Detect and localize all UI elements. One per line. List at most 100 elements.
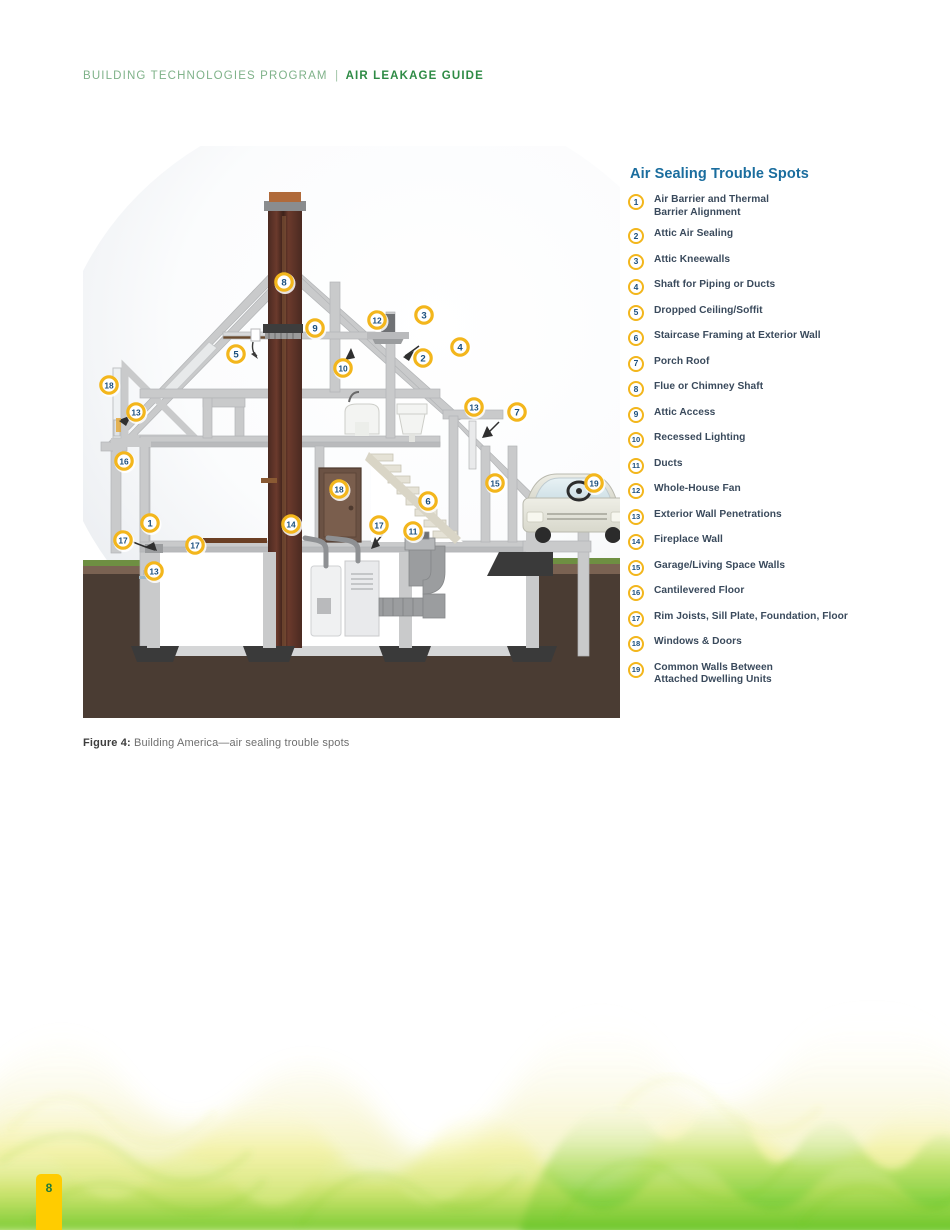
legend-label-16: Cantilevered Floor [654,585,745,597]
legend-label-12: Whole-House Fan [654,483,741,495]
legend-item-2: 2 Attic Air Sealing [628,228,850,245]
svg-text:18: 18 [334,484,344,494]
legend-label-6: Staircase Framing at Exterior Wall [654,330,821,342]
legend-label-8: Flue or Chimney Shaft [654,381,764,393]
legend-badge-4: 4 [628,279,644,296]
svg-text:14: 14 [286,519,296,529]
legend-label-14: Fireplace Wall [654,534,723,546]
svg-text:1: 1 [147,518,153,529]
legend-badge-11: 11 [628,457,644,474]
legend-badge-5: 5 [628,304,644,321]
svg-text:5: 5 [233,349,239,360]
callout-badge-1: 1 [140,513,162,535]
page-header: BUILDING TECHNOLOGIES PROGRAM | AIR LEAK… [83,66,484,84]
legend-label-10: Recessed Lighting [654,432,746,444]
svg-text:15: 15 [490,478,500,488]
svg-text:13: 13 [131,407,141,417]
legend-item-5: 5 Dropped Ceiling/Soffit [628,304,850,321]
callout-badge-13: 13 [464,397,486,419]
svg-text:13: 13 [149,566,159,576]
svg-text:17: 17 [118,535,128,545]
pointer-arrowheads [119,348,493,551]
callout-badge-2: 2 [413,348,435,370]
toilet-fixture [396,403,428,442]
legend-badge-9: 9 [628,406,644,423]
callout-badge-11: 11 [403,521,425,543]
header-document-title: AIR LEAKAGE GUIDE [345,70,484,82]
header-program-label: BUILDING TECHNOLOGIES PROGRAM [83,70,328,82]
callout-badge-6: 6 [418,491,440,513]
callout-badge-18: 18 [329,479,351,501]
svg-text:12: 12 [372,315,382,325]
svg-text:6: 6 [425,496,430,507]
legend-item-3: 3 Attic Kneewalls [628,253,850,270]
svg-text:16: 16 [119,456,129,466]
page-number: 8 [45,1181,53,1195]
legend-label-4: Shaft for Piping or Ducts [654,279,776,291]
bathroom-sink [344,391,380,436]
callout-badge-19: 19 [584,473,606,495]
legend-item-8: 8 Flue or Chimney Shaft [628,381,850,398]
legend-label-3: Attic Kneewalls [654,253,731,265]
window-upper-left [112,367,122,439]
legend-badge-13: 13 [628,508,644,525]
callout-badge-9: 9 [305,318,327,340]
attic-access-hatch [250,328,261,342]
header-separator: | [335,70,339,82]
legend-label-13: Exterior Wall Penetrations [654,508,782,520]
legend-item-16: 16 Cantilevered Floor [628,585,850,602]
figure-caption-label: Figure 4: [83,737,131,749]
callout-badge-12: 12 [367,310,389,332]
callout-badge-17: 17 [369,515,391,537]
decorative-smoke-graphic [0,930,950,1230]
callout-badge-13: 13 [144,561,166,583]
svg-text:9: 9 [312,323,317,334]
legend-badge-15: 15 [628,559,644,576]
callout-badge-15: 15 [485,473,507,495]
legend-badge-3: 3 [628,253,644,270]
callout-badge-17: 17 [185,535,207,557]
legend-badge-1: 1 [628,194,644,210]
callout-badge-4: 4 [450,337,472,359]
callout-badge-13: 13 [126,402,148,424]
furnace [325,535,380,637]
callout-badge-14: 14 [281,514,303,536]
foundation-footings [131,646,557,662]
legend-badge-7: 7 [628,355,644,372]
legend-item-9: 9 Attic Access [628,406,850,423]
legend-badge-8: 8 [628,381,644,398]
svg-text:4: 4 [457,342,463,353]
svg-text:18: 18 [104,380,114,390]
callout-badge-18: 18 [99,375,121,397]
callout-badge-7: 7 [507,402,529,424]
svg-text:10: 10 [338,363,348,373]
svg-text:17: 17 [374,520,384,530]
legend-item-13: 13 Exterior Wall Penetrations [628,508,850,525]
svg-text:2: 2 [420,353,425,364]
legend-badge-16: 16 [628,585,644,602]
water-heater [302,535,342,637]
page-number-tab: 8 [36,1174,62,1230]
legend-label-5: Dropped Ceiling/Soffit [654,304,763,316]
legend-item-4: 4 Shaft for Piping or Ducts [628,279,850,296]
figure-caption-text: Building America—air sealing trouble spo… [130,737,350,749]
legend-item-11: 11 Ducts [628,457,850,474]
legend-label-2: Attic Air Sealing [654,228,734,240]
legend-label-18: Windows & Doors [654,636,742,648]
legend-label-11: Ducts [654,457,683,469]
legend-label-9: Attic Access [654,406,716,418]
legend-badge-2: 2 [628,228,644,245]
legend-badge-19: 19 [628,661,644,678]
